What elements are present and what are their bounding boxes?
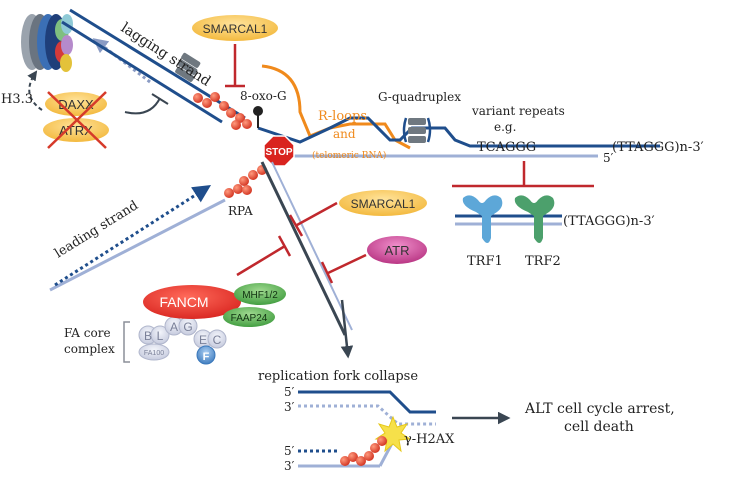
mhf-protein [234,283,286,305]
fa-e-label: E [199,333,207,347]
fancm-protein [143,285,241,319]
five-prime-top-label: 5′ [603,151,614,165]
atr-inhibit-bar [320,261,334,284]
fa-a-label: A [170,320,178,334]
g-quadruplex-lagging-icon [175,52,201,82]
smarcal1-top-label: SMARCAL1 [203,22,268,36]
fancm-label: FANCM [160,294,209,310]
trf2-protein-icon [514,195,555,243]
gamma-h2ax-label: γ-H2AX [404,432,455,447]
smarcal1-mid-label: SMARCAL1 [351,197,416,211]
gamma-h2ax-burst-icon [374,415,412,453]
daxx-label: DAXX [58,97,94,112]
atr-inhibit-line [327,253,367,275]
fancm-inhibit-bar [277,235,292,257]
fc-3a-label: 3′ [284,400,295,414]
daxx-atrx-connector [124,97,161,115]
fa-f-label: F [203,351,210,363]
fa-l-label: L [157,329,164,343]
rpa-chain-upper [193,92,252,130]
fa-core-bracket [123,321,130,363]
mhf-label: MHF1/2 [242,290,278,301]
top-strand-navy [257,116,600,148]
trf1-label: TRF1 [467,254,503,269]
collapse-strand-dark [260,161,347,336]
nucleosome-icon [21,14,73,72]
leading-strand-synthesis-arrow [54,185,212,287]
stop-sign-icon: STOP [263,135,295,167]
collapse-strand-light [271,161,353,331]
g-quadruplex-label: G-quadruplex [378,90,461,104]
lagging-strand-lower-line [61,20,223,124]
fa-c-label: C [213,333,222,347]
fa-core-label-line2: complex [64,342,115,356]
fa100-label: FA100 [144,350,164,357]
collapse-upper-light [298,404,436,426]
fa-g-label: G [183,320,192,334]
stop-label: STOP [265,147,292,158]
telomeric-rna-label: (telomeric RNA) [312,150,386,161]
fc-5a-label: 5′ [284,385,295,399]
ttaggg-top-label: (TTAGGG)n-3′ [612,140,704,155]
daxx-atrx-inhibit-bar [151,93,169,105]
collapse-upper-navy [298,390,436,414]
fork-collapse-label: replication fork collapse [258,369,418,384]
fork-collapse-arrow [340,299,354,359]
outcome-label-line1: ALT cell cycle arrest, [524,401,675,417]
fc-5b-label: 5′ [284,444,295,458]
ttaggg-mid-label: (TTAGGG)n-3′ [563,214,655,229]
r-loop-rna-strand [261,64,411,150]
faap24-protein [223,307,275,327]
outcome-label-line2: cell death [564,419,634,435]
fancm-inhibit-line [236,244,286,277]
faap24-label: FAAP24 [231,313,268,324]
fc-3b-label: 3′ [284,459,295,473]
trf1-protein-icon [462,195,503,243]
eg-label: e.g. [494,120,516,134]
rpa-label: RPA [228,204,253,218]
smarcal1-mid-protein [339,190,427,216]
atr-protein [367,236,427,264]
smarcal1-mid-inhibit-line [296,201,338,227]
rpa-chain-lower [224,165,267,198]
fa-core-complex [138,316,227,365]
smarcal1-top-protein [192,15,278,41]
rpa-chain-collapse [340,436,387,466]
h33-label: H3.3 [1,92,33,107]
leading-strand-label: leading strand [52,198,141,261]
tcaggg-label: TCAGGG [477,140,536,155]
h33-deposition-arrow [27,70,43,111]
leading-strand-light [49,198,226,292]
variant-repeats-label: variant repeats [471,104,565,118]
fa-core-label-line1: FA core [64,326,111,340]
oxo-g-label: 8-oxo-G [240,89,287,103]
trf2-label: TRF2 [525,254,561,269]
atr-label: ATR [384,243,409,258]
daxx-atrx-loss-cross-b [47,91,107,149]
daxx-protein [45,92,107,116]
g-quadruplex-icon [402,117,432,143]
fa-b-label: B [144,329,152,343]
oxo-g-lesion-icon [253,106,263,116]
smarcal1-mid-inhibit-bar [288,214,304,237]
r-loops-label: R-loops [318,109,367,124]
and-label: and [333,127,356,141]
